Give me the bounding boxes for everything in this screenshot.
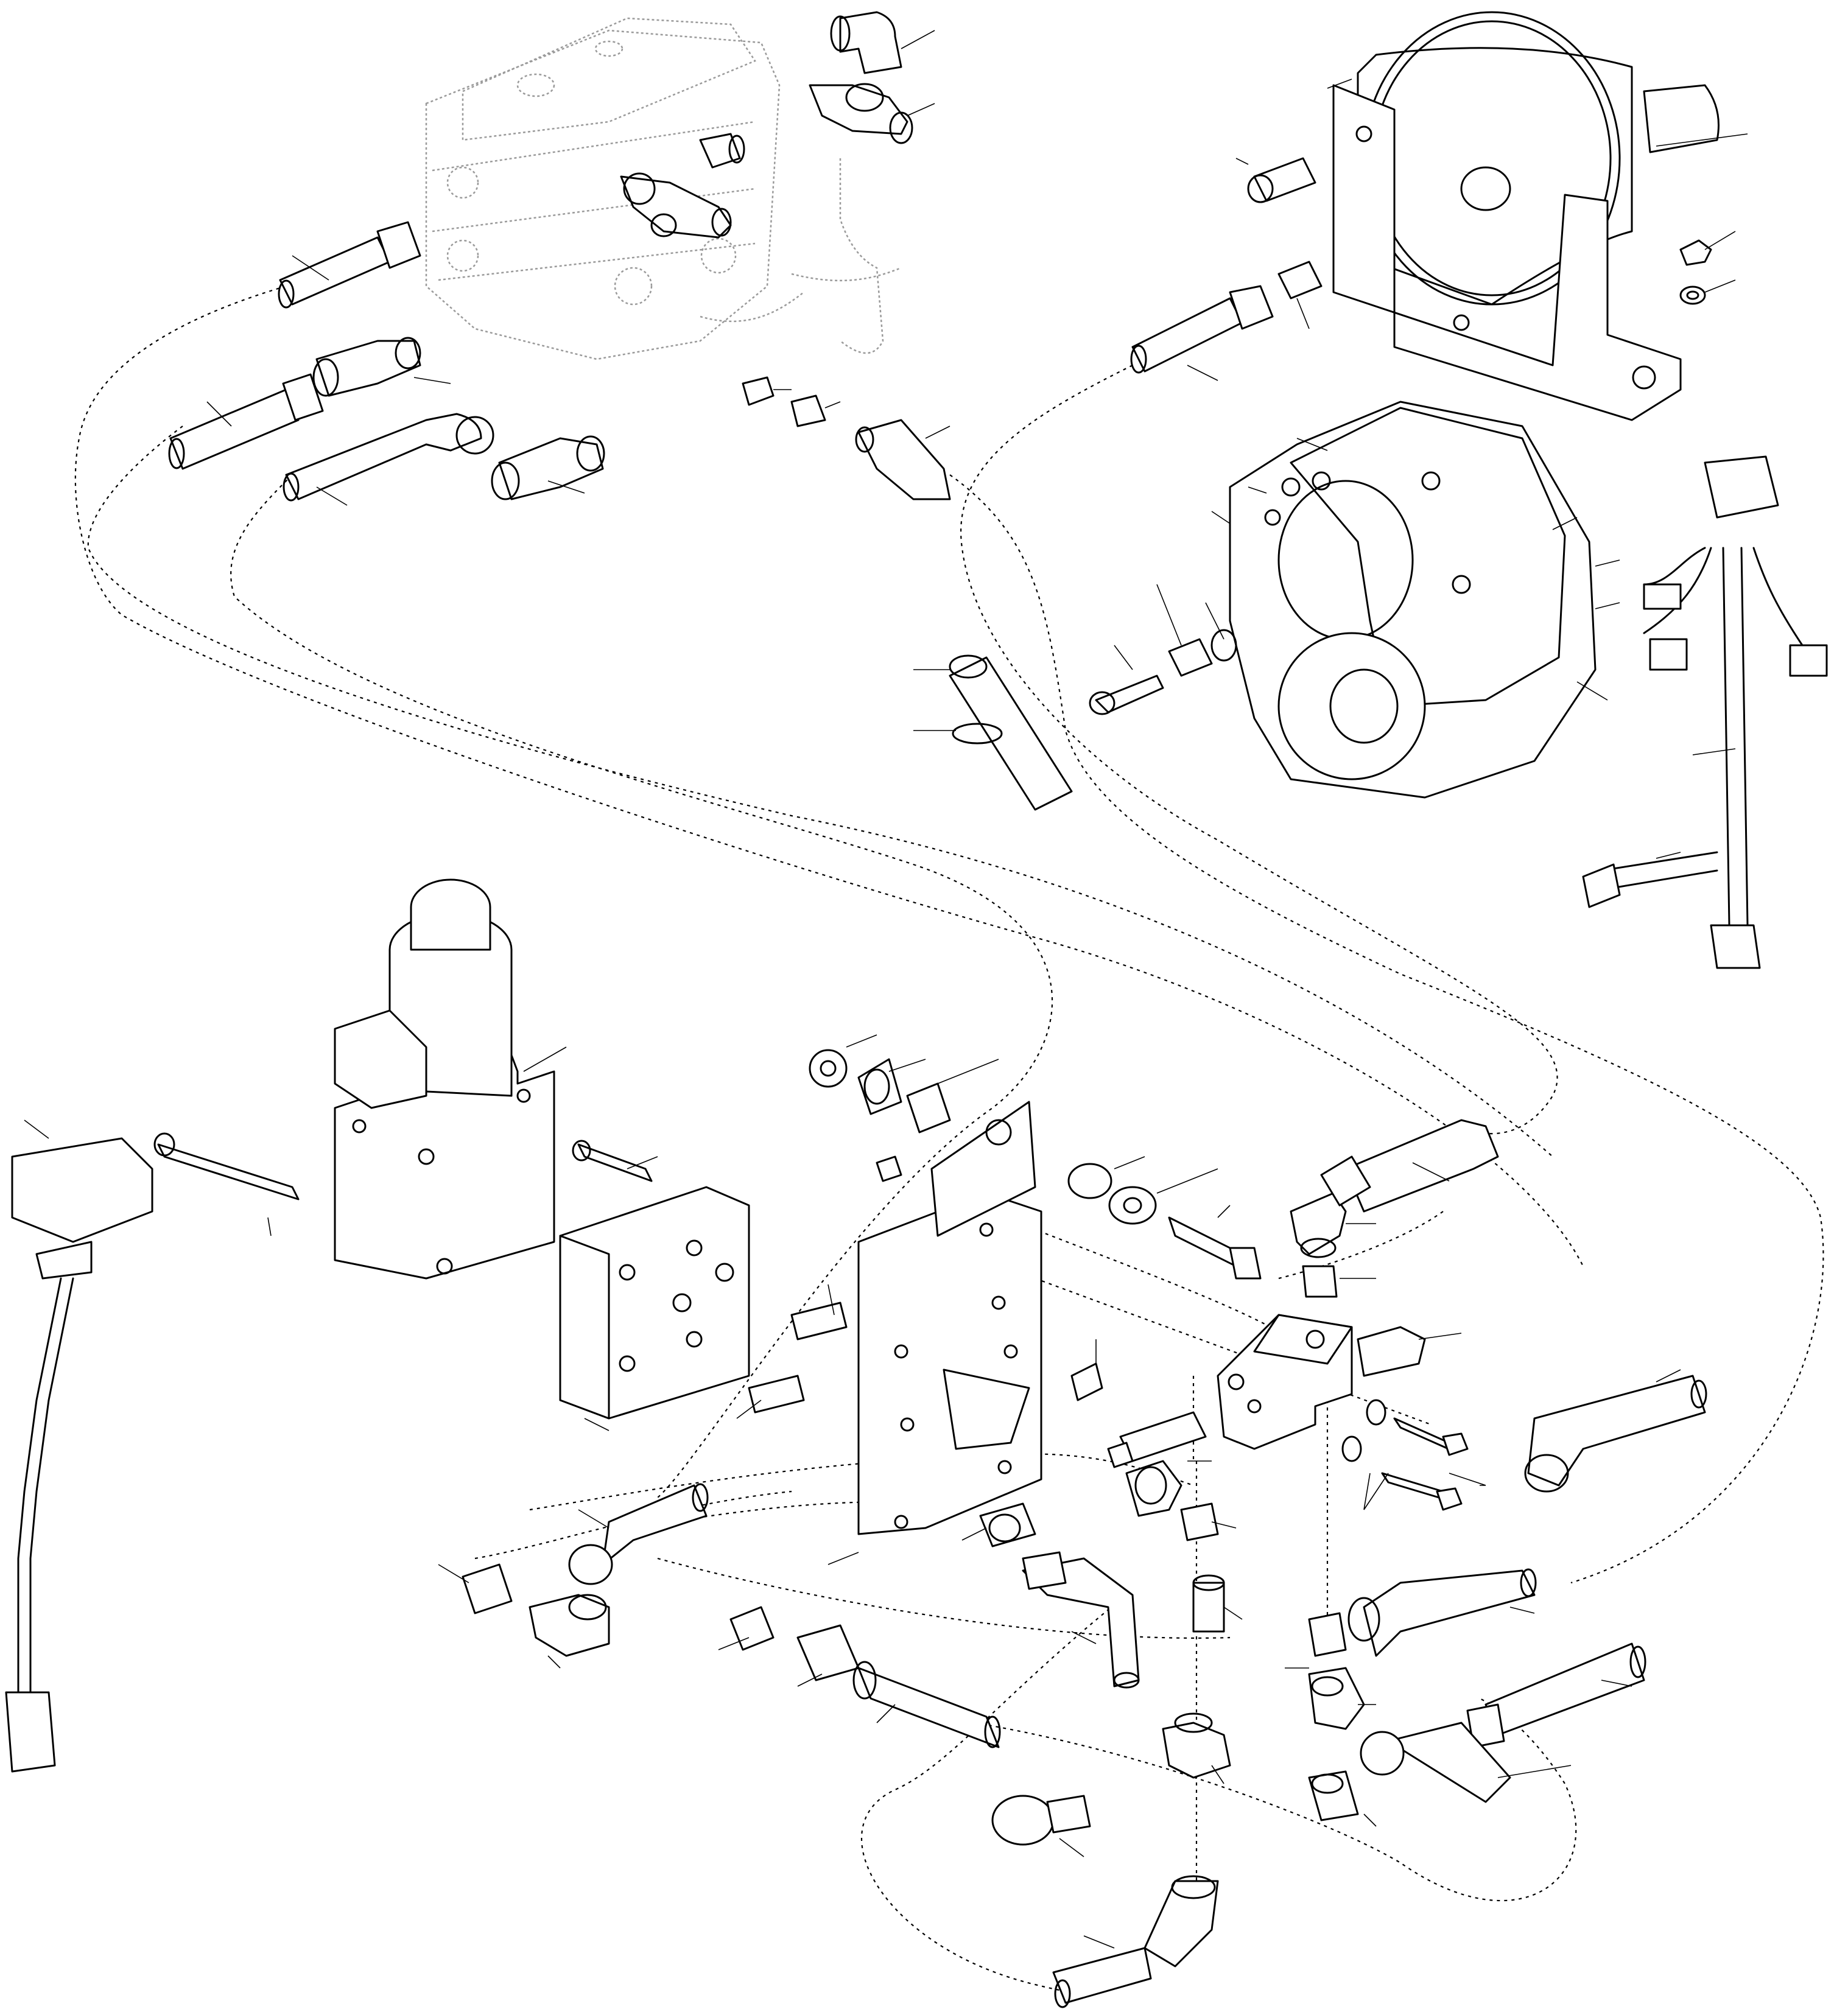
hose-clamp [913,654,1073,811]
valve-adapter-plate [559,1186,750,1431]
tee-fitting-tl [312,337,451,397]
hose-block-upper-right [1320,1119,1499,1213]
center-nipple-vertical [1192,1574,1243,1633]
mounting-bracket [827,1101,1042,1565]
center-elbow-bottom [1052,1875,1219,2008]
bracket-nuts [876,1155,1103,1401]
booster-bolt [1235,157,1316,203]
bracket-bolt-washer [1067,1156,1262,1280]
booster-nipple [1277,261,1323,329]
booster-nut-washer [1679,231,1736,305]
valve-tee-2 [620,172,732,239]
hydraulic-pump [1211,401,1620,799]
hose-end-tl-1 [278,221,421,309]
booster-hose [1130,285,1274,381]
straight-fittings-row [742,376,951,500]
plate-bolt [572,1140,658,1182]
distribution-block [1217,1314,1462,1450]
fittings-center-left [961,1502,1036,1547]
nipple-lower-left [438,1563,513,1614]
elbow-lower-left [529,1594,610,1669]
fittings-bottom-row [718,1606,1001,1748]
hose-end-tl-2 [168,373,324,470]
center-cap [991,1795,1091,1857]
hose-elbow-tl [283,413,494,506]
pump-fitting-ring [1156,584,1237,677]
tee-fitting-tl-2 [491,435,605,500]
top-elbow-fitting [830,11,935,74]
wiring-harness [1582,455,1828,969]
right-tee-stack [1285,1612,1377,1827]
bracket-washers [809,1034,999,1134]
hose-mid-right [1347,1568,1537,1657]
block-bolts [1341,1399,1486,1511]
hose-lower-center-right [1360,1722,1572,1803]
hose-right-elbow [1524,1369,1707,1493]
solenoid-long-bolt [153,1132,300,1236]
hose-routing-paths [74,285,1824,1993]
center-tee-lower [1162,1712,1231,1784]
booster-bracket [1327,79,1682,421]
control-valve-block [425,17,902,360]
pump-bolt [1089,645,1164,715]
top-tee-fitting [809,83,935,144]
solenoid-connector-cable [5,1120,153,1773]
plate-nipples [736,1284,848,1419]
valve-nipple-1 [699,133,745,169]
hose-tee-straight [1107,1411,1212,1468]
hose-lower-left-elbow [568,1483,709,1585]
hose-center-elbow [1022,1551,1140,1689]
solenoid-valve [334,878,567,1280]
hose-lower-right [1466,1642,1646,1748]
center-tee-cluster [1125,1460,1237,1541]
